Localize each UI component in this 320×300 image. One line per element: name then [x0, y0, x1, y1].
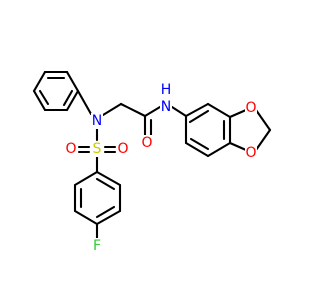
bond-dioxole-3: [254, 128, 272, 152]
bond-phenyl-5-double: [38, 89, 50, 106]
atom-label-background: [160, 82, 172, 98]
bond-n-ch2: [101, 102, 123, 117]
atom-label-s-sulfonyl: S: [93, 141, 102, 157]
atom-label-background: [91, 141, 103, 157]
bond-nh-aryl: [170, 105, 188, 118]
bond-benzo-2: [206, 102, 232, 119]
bond-phenyl-n: [76, 89, 93, 116]
atom-label-background: [65, 141, 77, 157]
bond-phenyl-5: [32, 89, 47, 112]
atom-label-o-amide: O: [141, 135, 152, 151]
atom-label-layer: N S O O O N H O O F: [65, 82, 256, 254]
bond-phenyl-6: [32, 70, 47, 93]
atom-label-o-sulfonyl-right: O: [117, 141, 128, 157]
bond-dioxole-2: [254, 108, 272, 132]
bond-benzo-4: [206, 141, 232, 158]
bond-fluorophenyl-3: [95, 209, 122, 226]
atom-label-n-amide: N: [161, 99, 171, 115]
atom-label-f: F: [93, 238, 101, 254]
bond-fluorophenyl-6: [73, 170, 99, 187]
atom-label-h-amide: H: [161, 82, 172, 98]
atom-label-background-layer: [65, 82, 257, 254]
bond-fluorophenyl-1: [95, 170, 122, 187]
bond-layer: [32, 70, 272, 240]
atom-label-o-dioxole-bottom: O: [245, 145, 256, 161]
bond-benzo-5: [184, 141, 210, 158]
bond-benzo-1-double: [188, 109, 210, 124]
atom-label-background: [141, 135, 153, 151]
bond-dioxole-1: [228, 108, 248, 119]
bond-benzo-5-double: [189, 137, 210, 151]
atom-label-n-sulfonamide: N: [92, 113, 102, 129]
atom-label-background: [245, 145, 257, 161]
bond-fluorophenyl-4: [73, 209, 99, 226]
bond-benzo-1: [184, 102, 210, 118]
atom-label-background: [117, 141, 129, 157]
bond-carbonyl-nh: [143, 105, 162, 118]
atom-label-background: [160, 99, 172, 115]
atom-label-o-dioxole-top: O: [245, 100, 256, 116]
atom-label-background: [245, 100, 257, 116]
atom-label-background: [91, 113, 103, 129]
bond-phenyl-2: [65, 70, 80, 93]
atom-label-o-sulfonyl-left: O: [65, 141, 76, 157]
bond-phenyl-3-double: [62, 89, 74, 107]
bond-dioxole-4: [228, 141, 248, 152]
molecule-structure: N S O O O N H O O F: [32, 70, 272, 254]
bond-fluorophenyl-3-double: [95, 205, 116, 219]
atom-label-background: [91, 238, 103, 254]
bond-ch2-carbonyl: [119, 102, 147, 118]
bond-phenyl-3: [65, 89, 80, 112]
bond-fluorophenyl-1-double: [95, 177, 116, 191]
